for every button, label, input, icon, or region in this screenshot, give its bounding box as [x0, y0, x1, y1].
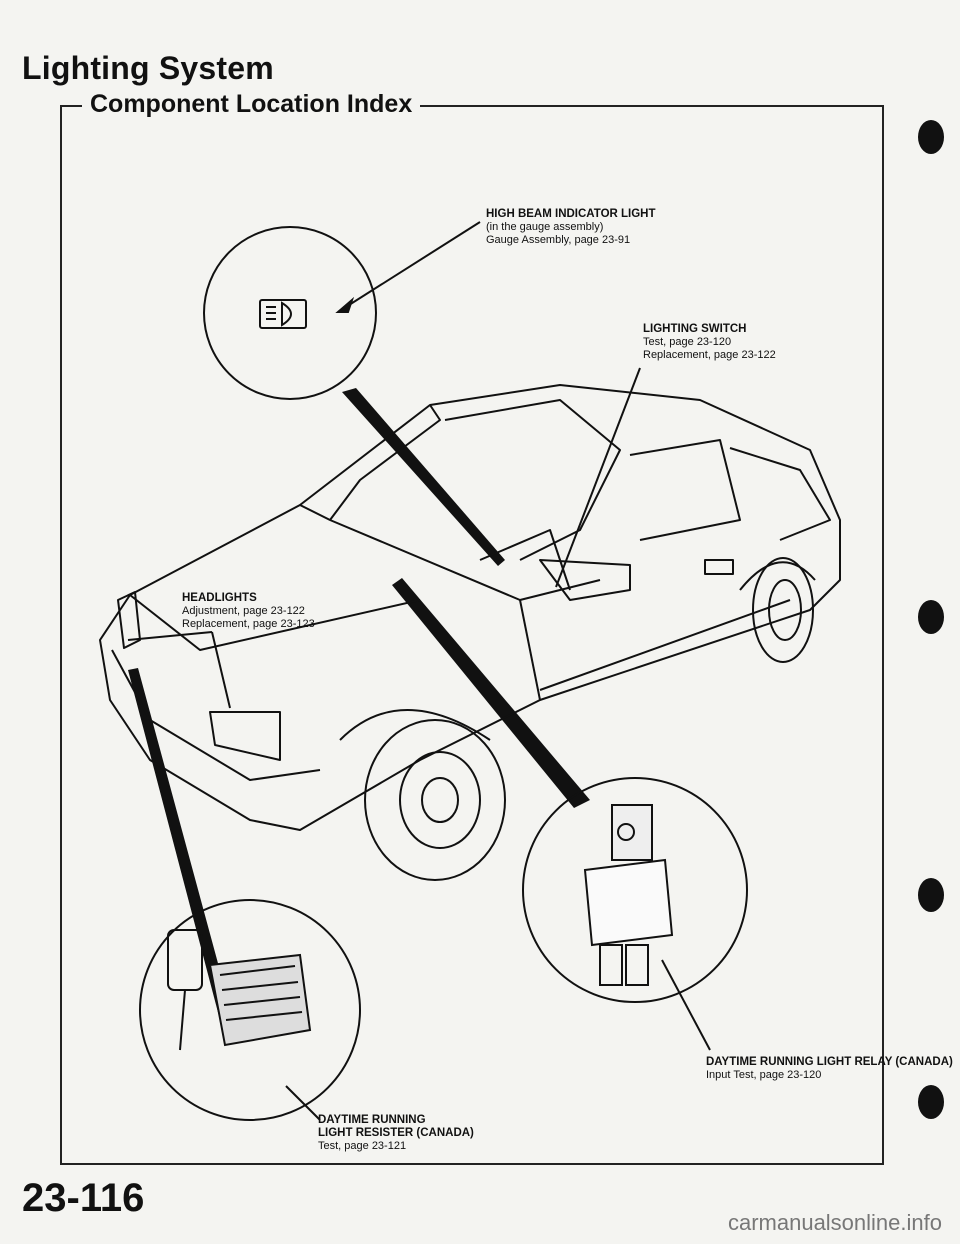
- wedge-relay: [392, 578, 590, 808]
- lighting-switch-line-1: Test, page 23-120: [643, 336, 732, 348]
- binder-hole: [918, 600, 944, 634]
- car-drawing: [99, 384, 841, 881]
- drl-relay-line-1: Input Test, page 23-120: [706, 1069, 822, 1081]
- drl-resister-heading-1: DAYTIME RUNNING: [318, 1114, 426, 1126]
- binder-hole: [918, 1085, 944, 1119]
- drl-resister-line-1: Test, page 23-121: [318, 1140, 407, 1152]
- callout-high-beam: HIGH BEAM INDICATOR LIGHT (in the gauge …: [486, 208, 656, 247]
- lighting-switch-line-2: Replacement, page 23-122: [643, 349, 776, 361]
- wedge-high-beam: [342, 388, 505, 566]
- headlights-line-2: Replacement, page 23-123: [182, 618, 315, 630]
- high-beam-line-1: (in the gauge assembly): [486, 221, 604, 233]
- headlights-leader-1: [127, 631, 213, 641]
- drl-relay-heading: DAYTIME RUNNING LIGHT RELAY (CANADA): [706, 1056, 953, 1068]
- headlights-leader-2: [211, 631, 231, 709]
- lighting-switch-heading: LIGHTING SWITCH: [643, 323, 747, 335]
- drl-relay-leader: [661, 959, 711, 1051]
- drl-resister-detail: [139, 899, 361, 1121]
- drl-relay-detail: [522, 777, 748, 1003]
- page-number: 23-116: [22, 1176, 145, 1220]
- figure-frame: [60, 105, 884, 1165]
- drl-resister-leader: [285, 1085, 321, 1121]
- high-beam-arrowhead: [335, 296, 355, 313]
- lighting-switch-leader: [555, 367, 641, 588]
- headlights-heading: HEADLIGHTS: [182, 592, 257, 604]
- high-beam-detail: [203, 226, 377, 400]
- high-beam-heading: HIGH BEAM INDICATOR LIGHT: [486, 208, 656, 220]
- binder-hole: [918, 120, 944, 154]
- high-beam-leader: [337, 221, 481, 313]
- callout-drl-relay: DAYTIME RUNNING LIGHT RELAY (CANADA) Inp…: [706, 1056, 953, 1082]
- page-title: Lighting System: [22, 50, 274, 86]
- watermark: carmanualsonline.info: [727, 1210, 942, 1235]
- callout-headlights: HEADLIGHTS Adjustment, page 23-122 Repla…: [182, 592, 315, 631]
- binder-hole: [918, 878, 944, 912]
- wedge-resister: [128, 668, 232, 1020]
- section-subtitle: Component Location Index: [82, 90, 421, 119]
- callout-lighting-switch: LIGHTING SWITCH Test, page 23-120 Replac…: [643, 323, 776, 362]
- headlights-line-1: Adjustment, page 23-122: [182, 605, 305, 617]
- high-beam-line-2: Gauge Assembly, page 23-91: [486, 234, 631, 246]
- drl-resister-heading-2: LIGHT RESISTER (CANADA): [318, 1127, 474, 1139]
- callout-drl-resister: DAYTIME RUNNING LIGHT RESISTER (CANADA) …: [318, 1114, 474, 1153]
